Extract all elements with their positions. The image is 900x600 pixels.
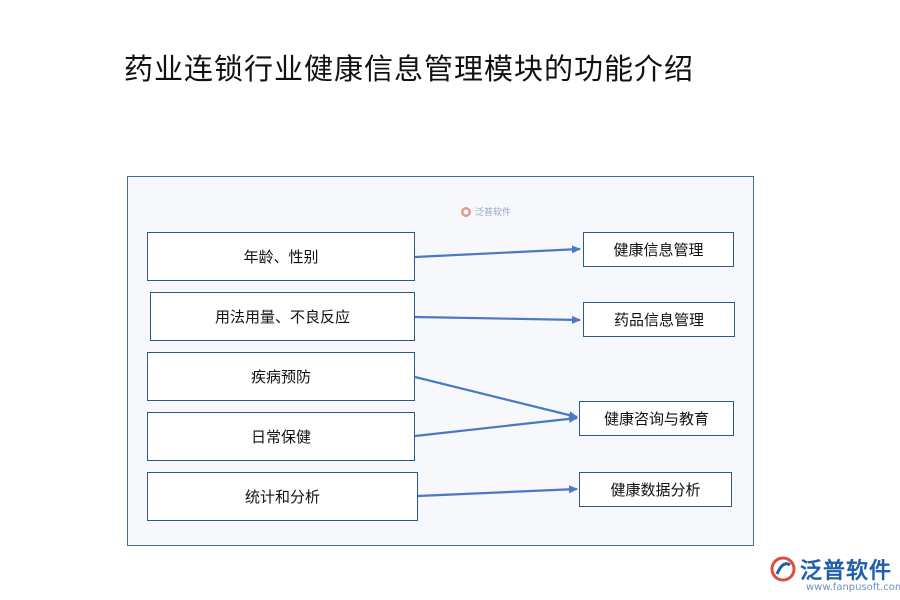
- brand-name: 泛普软件: [800, 559, 893, 584]
- brand-logo: 泛普软件: [770, 553, 892, 585]
- left-box-disease-prevention: 疾病预防: [147, 352, 415, 401]
- right-box-drug-info: 药品信息管理: [583, 302, 735, 337]
- watermark-logo-icon: [461, 206, 471, 217]
- watermark-text: 泛普软件: [475, 208, 512, 218]
- left-box-age-gender: 年龄、性别: [147, 232, 415, 281]
- arrow-prevention-to-consult: [414, 375, 578, 419]
- page-title: 药业连锁行业健康信息管理模块的功能介绍: [124, 52, 695, 86]
- watermark: 泛普软件: [460, 205, 511, 218]
- brand-logo-icon: [770, 556, 796, 582]
- left-box-dosage: 用法用量、不良反应: [150, 292, 415, 341]
- right-box-data-analysis: 健康数据分析: [579, 472, 732, 507]
- arrow-care-to-consult: [414, 414, 578, 438]
- brand-url: www.fanpusoft.com: [806, 582, 900, 593]
- left-box-daily-care: 日常保健: [147, 412, 415, 461]
- right-box-health-info: 健康信息管理: [583, 232, 734, 267]
- left-box-statistics: 统计和分析: [147, 472, 418, 521]
- right-box-consult-education: 健康咨询与教育: [579, 401, 734, 436]
- arrow-dosage-to-drug-info: [414, 315, 581, 324]
- arrow-age-to-health-info: [414, 245, 581, 259]
- arrow-statistics-to-analysis: [417, 485, 578, 498]
